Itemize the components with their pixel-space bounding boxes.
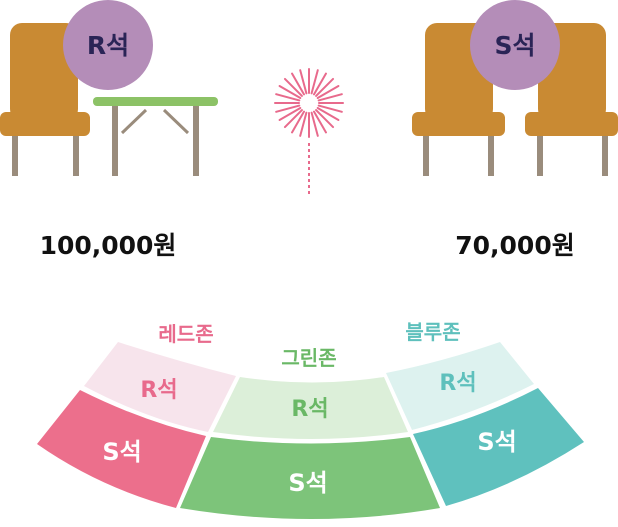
blue-zone-r-label: R석 — [439, 371, 476, 396]
firework-ray — [315, 109, 335, 129]
firework-ray — [315, 77, 335, 97]
blue-zone-s-section — [413, 388, 584, 506]
r-seat-chair-illustration — [0, 23, 90, 176]
blue-zone-r-section — [386, 342, 534, 430]
firework-ray — [278, 85, 302, 99]
green-zone-r-section — [213, 377, 408, 439]
chair-seat — [412, 112, 505, 136]
firework-ray — [316, 85, 340, 99]
green-zone-s-section — [180, 437, 440, 519]
chair-leg — [423, 136, 429, 176]
blue-zone-s-label: S석 — [477, 428, 516, 456]
firework-ray — [316, 107, 340, 121]
firework-ray — [313, 72, 327, 96]
green-zone-s-label: S석 — [288, 469, 327, 497]
chair-seat — [525, 112, 618, 136]
r-seat-price: 100,000원 — [40, 231, 177, 260]
table-illustration — [93, 97, 218, 176]
firework-ray — [317, 93, 343, 102]
firework-ray — [310, 69, 319, 95]
firework-icon — [274, 68, 344, 195]
red-zone-s-label: S석 — [102, 438, 141, 466]
firework-ray — [283, 109, 303, 129]
table-brace — [162, 108, 190, 135]
firework-ray — [317, 104, 343, 113]
seating-map: 레드존 그린존 블루존 R석 S석 R석 S석 R석 S석 — [37, 320, 584, 519]
s-seat-price: 70,000원 — [455, 231, 574, 260]
chair-leg — [488, 136, 494, 176]
firework-ray — [275, 104, 301, 113]
s-seat-badge-label: S석 — [494, 31, 535, 60]
firework-ray — [313, 110, 327, 134]
chair-leg — [73, 136, 79, 176]
chair-leg — [602, 136, 608, 176]
red-zone-r-section — [84, 342, 236, 432]
firework-ray — [278, 107, 302, 121]
firework-ray — [299, 69, 308, 95]
firework-ray — [283, 77, 303, 97]
chair-seat — [0, 112, 90, 136]
firework-ray — [310, 111, 319, 137]
firework-ray — [291, 110, 305, 134]
r-seat-badge: R석 — [63, 0, 153, 90]
red-zone-r-label: R석 — [140, 378, 177, 403]
table-brace — [120, 108, 148, 135]
chair-leg — [12, 136, 18, 176]
firework-ray — [299, 111, 308, 137]
green-zone-label: 그린존 — [281, 346, 336, 370]
table-leg — [112, 106, 118, 176]
red-zone-label: 레드존 — [158, 322, 213, 346]
chair-leg — [537, 136, 543, 176]
firework-ray — [275, 93, 301, 102]
r-seat-badge-label: R석 — [87, 31, 129, 60]
chair-back — [10, 23, 78, 121]
s-seat-badge: S석 — [470, 0, 560, 90]
table-top — [93, 97, 218, 106]
green-zone-r-label: R석 — [291, 397, 328, 422]
firework-ray — [291, 72, 305, 96]
table-leg — [193, 106, 199, 176]
red-zone-s-section — [37, 390, 206, 508]
blue-zone-label: 블루존 — [405, 320, 460, 344]
